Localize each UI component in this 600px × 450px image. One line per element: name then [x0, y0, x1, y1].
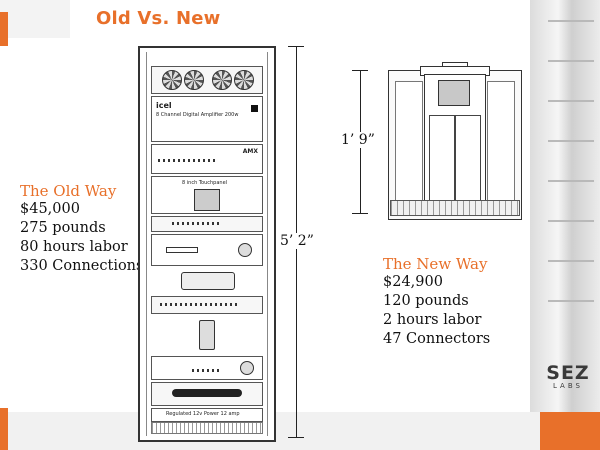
dimension-tick-bottom — [288, 437, 304, 438]
footer-orange-block — [540, 412, 600, 450]
new-dimension-tick-bottom — [352, 213, 368, 214]
preamp-unit — [151, 356, 263, 380]
fan-icon — [184, 70, 204, 90]
touchpanel-screen — [194, 189, 220, 211]
cabinet-touchscreen — [438, 80, 470, 106]
preamp-buttons — [192, 369, 222, 372]
amx-brand: AMX — [242, 148, 258, 155]
old-height-label: 5’ 2” — [279, 233, 315, 249]
new-height-label: 1’ 9” — [340, 132, 376, 148]
fan-icon — [234, 70, 254, 90]
subwoofer-amp-unit — [151, 382, 263, 406]
old-way-labor: 80 hours labor — [20, 239, 128, 255]
receiver-unit — [151, 216, 263, 232]
ipod-icon — [199, 320, 215, 350]
old-way-block: The Old Way $45,000 275 pounds 80 hours … — [20, 182, 143, 276]
power-supply-unit: Regulated 12v Power 12 amp — [151, 408, 263, 422]
tuner-unit — [151, 296, 263, 314]
new-way-heading: The New Way — [383, 255, 488, 273]
power-supply-label: Regulated 12v Power 12 amp — [166, 411, 240, 417]
title-accent-block — [0, 0, 70, 38]
fan-unit — [151, 66, 263, 94]
logo-sub: LABS — [553, 382, 583, 390]
rack-bottom-vent — [151, 422, 263, 434]
right-door — [455, 115, 481, 207]
old-way-connections: 330 Connections — [20, 258, 144, 274]
equipment-photo — [530, 0, 600, 412]
button-row — [172, 222, 222, 225]
left-door — [429, 115, 455, 207]
ipod-dock-unit — [151, 318, 263, 352]
old-way-cost: $45,000 — [20, 201, 80, 217]
amx-controller-unit: AMX — [151, 144, 263, 174]
new-way-block: The New Way $24,900 120 pounds 2 hours l… — [383, 255, 490, 349]
right-side-panel — [487, 81, 515, 207]
old-way-weight: 275 pounds — [20, 220, 106, 236]
amp-brand: icel — [156, 101, 172, 110]
new-way-cost: $24,900 — [383, 274, 443, 290]
cabinet-base — [390, 200, 520, 216]
new-way-labor: 2 hours labor — [383, 312, 482, 328]
cable-box — [181, 272, 235, 290]
footer-accent-bar — [0, 408, 8, 450]
new-way-weight: 120 pounds — [383, 293, 469, 309]
cable-box-unit — [151, 270, 263, 292]
disc-tray — [166, 247, 198, 253]
amp-description: 8 Channel Digital Amplifier 200w — [156, 112, 239, 118]
left-side-panel — [395, 81, 423, 207]
slide-title: Old Vs. New — [96, 8, 221, 29]
fan-icon — [162, 70, 182, 90]
touchpanel-label: 8 inch Touchpanel — [182, 180, 228, 186]
amplifier-unit: icel 8 Channel Digital Amplifier 200w — [151, 96, 263, 142]
title-accent-bar — [0, 12, 8, 46]
tuner-buttons — [160, 303, 240, 306]
sez-labs-logo: SEZ LABS — [540, 362, 596, 391]
preamp-knob-icon — [240, 361, 254, 375]
cabinet-center-column — [424, 74, 486, 216]
touchpanel-unit: 8 inch Touchpanel — [151, 176, 263, 214]
volume-knob-icon — [238, 243, 252, 257]
old-equipment-rack: icel 8 Channel Digital Amplifier 200w AM… — [138, 46, 276, 442]
fan-icon — [212, 70, 232, 90]
logo-main: SEZ — [546, 362, 590, 384]
port-row — [158, 159, 218, 162]
amp-faceplate — [172, 389, 242, 397]
old-way-heading: The Old Way — [20, 182, 117, 200]
rack-frame: icel 8 Channel Digital Amplifier 200w AM… — [146, 52, 268, 436]
new-way-connectors: 47 Connectors — [383, 331, 491, 347]
power-switch-icon — [251, 105, 258, 112]
dvd-player-unit — [151, 234, 263, 266]
